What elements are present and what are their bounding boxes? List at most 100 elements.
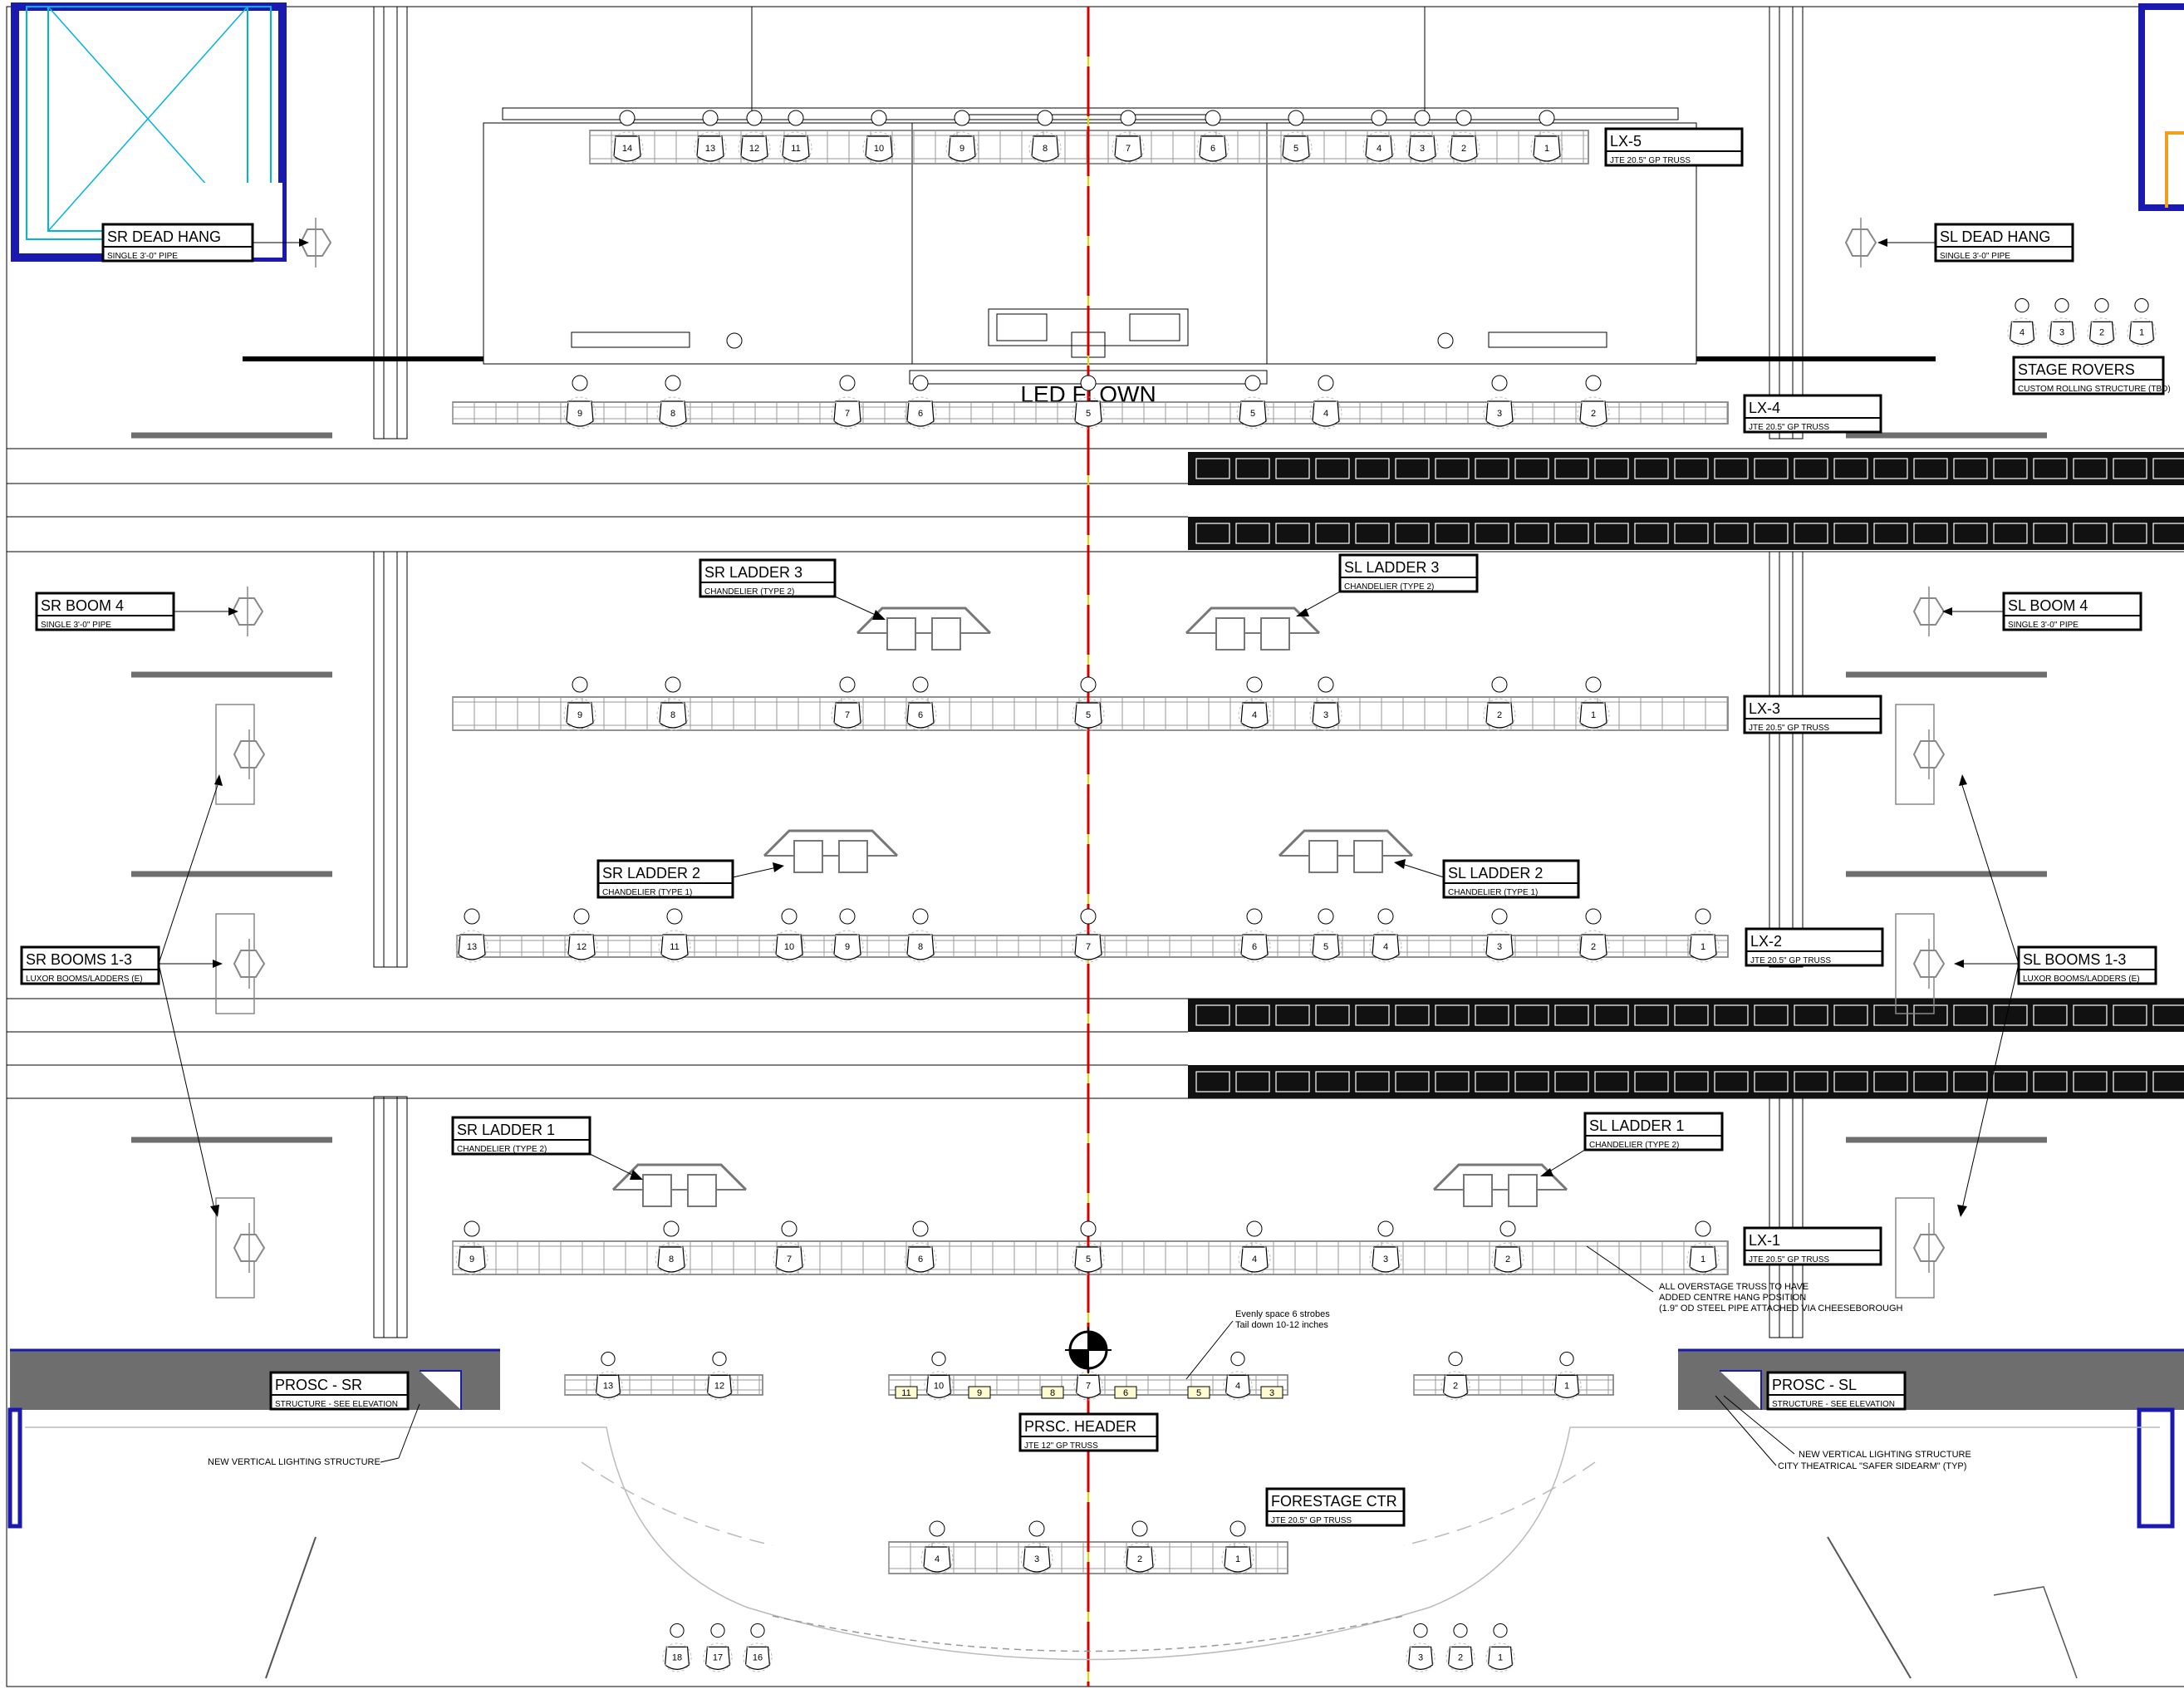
prosc-header-fixture-13: 13	[593, 1352, 623, 1401]
label-sr-booms13-sub: LUXOR BOOMS/LADDERS (E)	[26, 975, 143, 984]
label-lx3-sub: JTE 20.5" GP TRUSS	[1749, 724, 1829, 733]
label-lx1-title: LX-1	[1749, 1232, 1780, 1249]
lx4-fixture-2-number: 2	[1591, 409, 1596, 419]
lx2-fixture-3: 3	[1483, 908, 1516, 963]
label-sr-ladder3-title: SR LADDER 3	[704, 564, 802, 581]
chandelier-group	[611, 606, 1568, 1207]
sl-ladder3-chandelier	[1185, 606, 1321, 651]
stage-rover-fixture-3-number: 3	[2059, 328, 2064, 338]
sl-dead-hang-boom	[1844, 218, 1877, 268]
label-sr-ladder2-title: SR LADDER 2	[602, 865, 700, 881]
label-sl-booms13-title: SL BOOMS 1-3	[2023, 951, 2126, 968]
lx3-fixture-8-number: 8	[670, 710, 675, 720]
lx1-fixture-6: 6	[904, 1220, 937, 1275]
lx5-fixture-6-number: 6	[1210, 144, 1215, 154]
lx4-fixture-8: 8	[656, 375, 690, 430]
label-lx2-sub: JTE 20.5" GP TRUSS	[1750, 956, 1831, 965]
sr-elevator-shaft	[11, 2, 287, 262]
strobe-8: 8	[1041, 1386, 1064, 1399]
label-sl-boom4-sub: SINGLE 3'-0" PIPE	[2008, 621, 2078, 630]
lx4-fixture-6: 6	[904, 375, 937, 430]
label-lx2: LX-2 JTE 20.5" GP TRUSS	[1745, 927, 1884, 967]
sl-floor-unit-fixture-1-number: 1	[1498, 1653, 1503, 1663]
lx5-fixture-13: 13	[694, 110, 727, 164]
boom-group	[215, 218, 1946, 1299]
sl-floor-unit-fixture-2: 2	[1445, 1623, 1475, 1672]
lx3-fixture-1: 1	[1577, 676, 1610, 731]
label-sl-dead-hang: SL DEAD HANG SINGLE 3'-0" PIPE	[1877, 223, 2074, 263]
lx1-fixture-6-number: 6	[918, 1255, 923, 1264]
lx4-fixture-9: 9	[563, 375, 596, 430]
lx5-fixture-7: 7	[1112, 110, 1145, 164]
lx2-fixture-4: 4	[1369, 908, 1402, 963]
lx5-fixture-9-number: 9	[959, 144, 964, 154]
label-lx1-sub: JTE 20.5" GP TRUSS	[1749, 1255, 1829, 1264]
lx4-fixture-4-number: 4	[1323, 409, 1328, 419]
lx4-fixture-5: 5	[1236, 375, 1269, 430]
label-sl-ladder3-sub: CHANDELIER (TYPE 2)	[1344, 582, 1434, 592]
label-sl-ladder2-sub: CHANDELIER (TYPE 1)	[1448, 888, 1538, 897]
label-sr-booms13-title: SR BOOMS 1-3	[26, 951, 132, 968]
forestage-fixture-4: 4	[920, 1520, 954, 1575]
label-stage-rovers: STAGE ROVERS CUSTOM ROLLING STRUCTURE (T…	[2012, 356, 2171, 395]
prosc-header-fixture-2: 2	[1440, 1352, 1470, 1401]
lx1-fixture-5-number: 5	[1086, 1255, 1091, 1264]
sr-floor-unit-fixture-18-number: 18	[672, 1653, 682, 1663]
lx5-fixture-11-number: 11	[791, 144, 800, 154]
strobe-8-number: 8	[1050, 1388, 1055, 1398]
prosc-header-fixture-1: 1	[1552, 1352, 1582, 1401]
sl-floor-unit-fixture-3-number: 3	[1418, 1653, 1423, 1663]
lx3-fixture-6: 6	[904, 676, 937, 731]
note-strobes: Evenly space 6 strobes Tail down 10-12 i…	[1185, 1309, 1330, 1380]
label-prosc-sr-sub: STRUCTURE - SEE ELEVATION	[275, 1400, 398, 1409]
note-overstage-line1: ALL OVERSTAGE TRUSS TO HAVE	[1659, 1282, 1809, 1292]
lx2-fixture-11-number: 11	[670, 942, 679, 952]
lx1-fixture-7: 7	[773, 1220, 806, 1275]
centre-hang-target-icon	[1065, 1327, 1112, 1373]
sl-floor-unit-fixture-2-number: 2	[1458, 1653, 1463, 1663]
lx5-fixture-3-number: 3	[1420, 144, 1425, 154]
lx2-fixture-8-number: 8	[918, 942, 923, 952]
lx4-fixture-7-number: 7	[845, 409, 850, 419]
sl-floor-unit-fixture-3: 3	[1406, 1623, 1436, 1672]
sl-boom2	[1895, 913, 1946, 1014]
lx3-fixture-5-number: 5	[1086, 710, 1091, 720]
label-lx3-title: LX-3	[1749, 700, 1780, 717]
lx2-fixture-5: 5	[1309, 908, 1342, 963]
lx1-fixture-2: 2	[1491, 1220, 1524, 1275]
lx3-fixture-3-number: 3	[1323, 710, 1328, 720]
lx5-fixture-5: 5	[1279, 110, 1313, 164]
sr-floor-unit-fixture-17: 17	[703, 1623, 733, 1672]
label-sr-boom4-sub: SINGLE 3'-0" PIPE	[41, 621, 111, 630]
lx5-fixture-4-number: 4	[1377, 144, 1382, 154]
label-lx4-title: LX-4	[1749, 400, 1780, 416]
sr-boom3	[215, 1197, 266, 1299]
note-overstage-line3: (1.9" OD STEEL PIPE ATTACHED VIA CHEESEB…	[1659, 1304, 1902, 1313]
sr-ladder1-chandelier	[611, 1163, 748, 1207]
lx4-fixture-5-number: 5	[1086, 409, 1091, 419]
label-sl-ladder1-sub: CHANDELIER (TYPE 2)	[1589, 1141, 1679, 1150]
label-prsc-header-sub: JTE 12" GP TRUSS	[1024, 1441, 1098, 1451]
lx2-fixture-2: 2	[1577, 908, 1610, 963]
lx2-fixture-9: 9	[831, 908, 864, 963]
lx2-fixture-1: 1	[1686, 908, 1720, 963]
label-sl-boom4: SL BOOM 4 SINGLE 3'-0" PIPE	[1942, 592, 2142, 631]
lx3-fixture-8: 8	[656, 676, 690, 731]
label-sr-dead-hang-sub: SINGLE 3'-0" PIPE	[107, 252, 178, 261]
label-sl-ladder1: SL LADDER 1 CHANDELIER (TYPE 2)	[1540, 1112, 1724, 1176]
prosc-header-sr-truss	[564, 1374, 763, 1396]
lx5-fixture-8: 8	[1028, 110, 1062, 164]
lx1-fixture-9-number: 9	[469, 1255, 474, 1264]
sl-floor-unit-fixture-1: 1	[1485, 1623, 1515, 1672]
sr-boom1	[215, 704, 266, 805]
lx4-fixture-8-number: 8	[670, 409, 675, 419]
strobe-11: 11	[895, 1386, 918, 1399]
label-sr-ladder1-title: SR LADDER 1	[457, 1122, 555, 1138]
lx3-fixture-3: 3	[1309, 676, 1342, 731]
note-strobes-line2: Tail down 10-12 inches	[1235, 1320, 1328, 1330]
lx1-fixture-7-number: 7	[787, 1255, 792, 1264]
label-sl-ladder2: SL LADDER 2 CHANDELIER (TYPE 1)	[1394, 859, 1580, 899]
proscenium	[7, 1348, 2184, 1529]
lx5-fixture-14-number: 14	[622, 144, 632, 154]
